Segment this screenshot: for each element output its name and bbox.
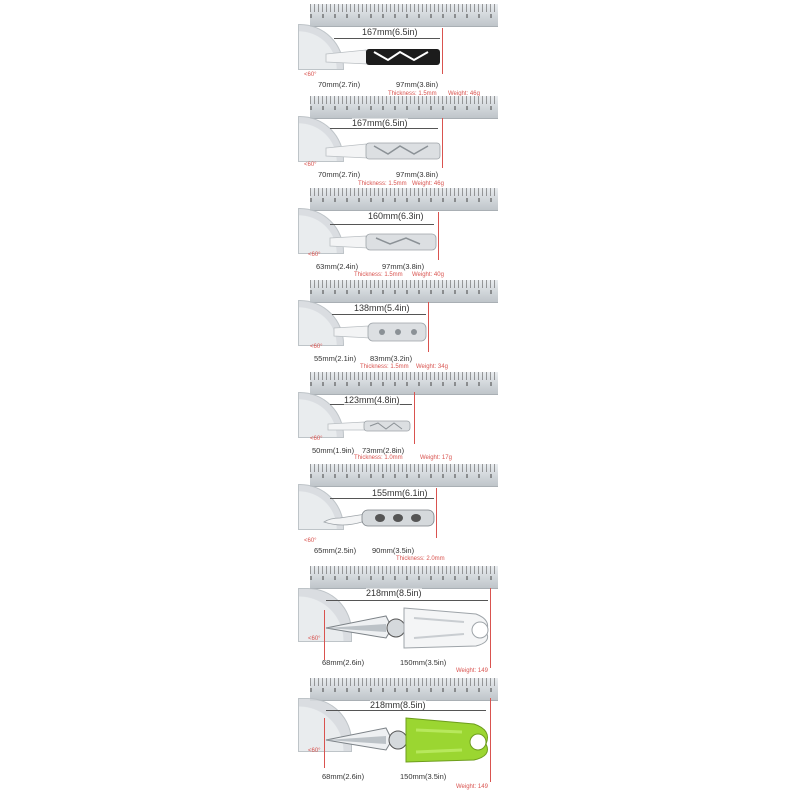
ruler [310,566,498,589]
total-length-label: 160mm(6.3in) [368,211,424,221]
ruler [310,678,498,701]
knife-icon [325,49,440,65]
knife-icon [329,233,437,251]
weight-label: Weight: 149 [456,668,488,674]
total-length-line [332,314,426,325]
thickness-label: Thickness: 2.0mm [396,556,445,562]
knife-icon [325,142,441,160]
total-length-label: 218mm(8.5in) [366,588,422,598]
weight-label: Weight: 34g [416,364,448,370]
blade-length-label: 70mm(2.7in) [318,170,361,179]
ruler [310,280,498,303]
blade-length-label: 55mm(2.1in) [314,354,357,363]
angle-label: <60° [310,436,323,442]
weight-label: Weight: 46g [448,91,480,97]
blade-length-label: 70mm(2.7in) [318,80,361,89]
angle-label: <60° [310,344,323,350]
total-length-label: 167mm(6.5in) [352,118,408,128]
total-length-line [334,38,440,49]
handle-length-label: 150mm(3.5in) [400,772,447,781]
ruler [310,464,498,487]
shears-panel-green: 218mm(8.5in) <60° 68mm(2.6in) 150mm(3.5i… [296,678,504,798]
knife-panel-2: 167mm(6.5in) <60° 70mm(2.7in) 97mm(3.8in… [296,96,504,188]
start-marker [324,718,325,768]
thickness-label: Thickness: 1.0mm [354,455,403,461]
blade-length-label: 63mm(2.4in) [316,262,359,271]
ruler [310,188,498,211]
thickness-label: Thickness: 1.5mm [354,272,403,278]
end-marker [436,488,437,538]
total-length-line [326,710,486,721]
handle-length-label: 97mm(3.8in) [382,262,425,271]
ruler [310,96,498,119]
end-marker [490,698,491,782]
total-length-line [330,498,434,509]
knife-panel-6: 155mm(6.1in) <60° 65mm(2.5in) 90mm(3.5in… [296,464,504,562]
blade-length-label: 50mm(1.9in) [312,446,355,455]
knife-icon [323,509,435,527]
shears-icon [325,717,488,763]
knife-icon [333,322,427,342]
weight-label: Weight: 40g [412,272,444,278]
blade-length-label: 65mm(2.5in) [314,546,357,555]
handle-length-label: 97mm(3.8in) [396,80,439,89]
total-length-line [326,600,488,611]
knife-panel-3: 160mm(6.3in) <60° 63mm(2.4in) 97mm(3.8in… [296,188,504,280]
end-marker [442,28,443,74]
end-marker [490,588,491,668]
angle-label: <60° [304,538,317,544]
thickness-label: Thickness: 1.5mm [360,364,409,370]
angle-label: <60° [304,162,317,168]
total-length-label: 123mm(4.8in) [344,395,400,405]
knife-panel-5: 123mm(4.8in) <60° 50mm(1.9in) 73mm(2.8in… [296,372,504,464]
knife-panel-4: 138mm(5.4in) <60° 55mm(2.1in) 83mm(3.2in… [296,280,504,372]
ruler [310,4,498,27]
total-length-line [330,128,438,139]
thickness-label: Thickness: 1.5mm [388,91,437,97]
handle-length-label: 97mm(3.8in) [396,170,439,179]
total-length-label: 218mm(8.5in) [370,700,426,710]
thickness-label: Thickness: 1.5mm [358,181,407,187]
handle-length-label: 150mm(3.5in) [400,658,447,667]
knife-icon [327,420,411,432]
ruler [310,372,498,395]
blade-length-label: 68mm(2.6in) [322,658,365,667]
angle-label: <60° [308,636,321,642]
handle-length-label: 90mm(3.5in) [372,546,415,555]
end-marker [414,392,415,444]
end-marker [438,212,439,260]
angle-label: <60° [308,748,321,754]
angle-label: <60° [304,72,317,78]
knife-panel-1: 167mm(6.5in) <60° 70mm(2.7in) 97mm(3.8in… [296,4,504,97]
shears-icon [325,607,489,649]
end-marker [442,118,443,168]
weight-label: Weight: 17g [420,455,452,461]
angle-label: <60° [308,252,321,258]
end-marker [428,302,429,352]
handle-length-label: 83mm(3.2in) [370,354,413,363]
weight-label: Weight: 46g [412,181,444,187]
total-length-line [330,224,434,235]
blade-length-label: 68mm(2.6in) [322,772,365,781]
shears-panel-white: 218mm(8.5in) <60° 68mm(2.6in) 150mm(3.5i… [296,566,504,676]
weight-label: Weight: 149 [456,784,488,790]
start-marker [324,610,325,660]
total-length-label: 155mm(6.1in) [372,488,428,498]
total-length-label: 138mm(5.4in) [354,303,410,313]
handle-length-label: 73mm(2.8in) [362,446,405,455]
total-length-label: 167mm(6.5in) [362,27,418,37]
product-comparison-column: 167mm(6.5in) <60° 70mm(2.7in) 97mm(3.8in… [296,0,504,800]
